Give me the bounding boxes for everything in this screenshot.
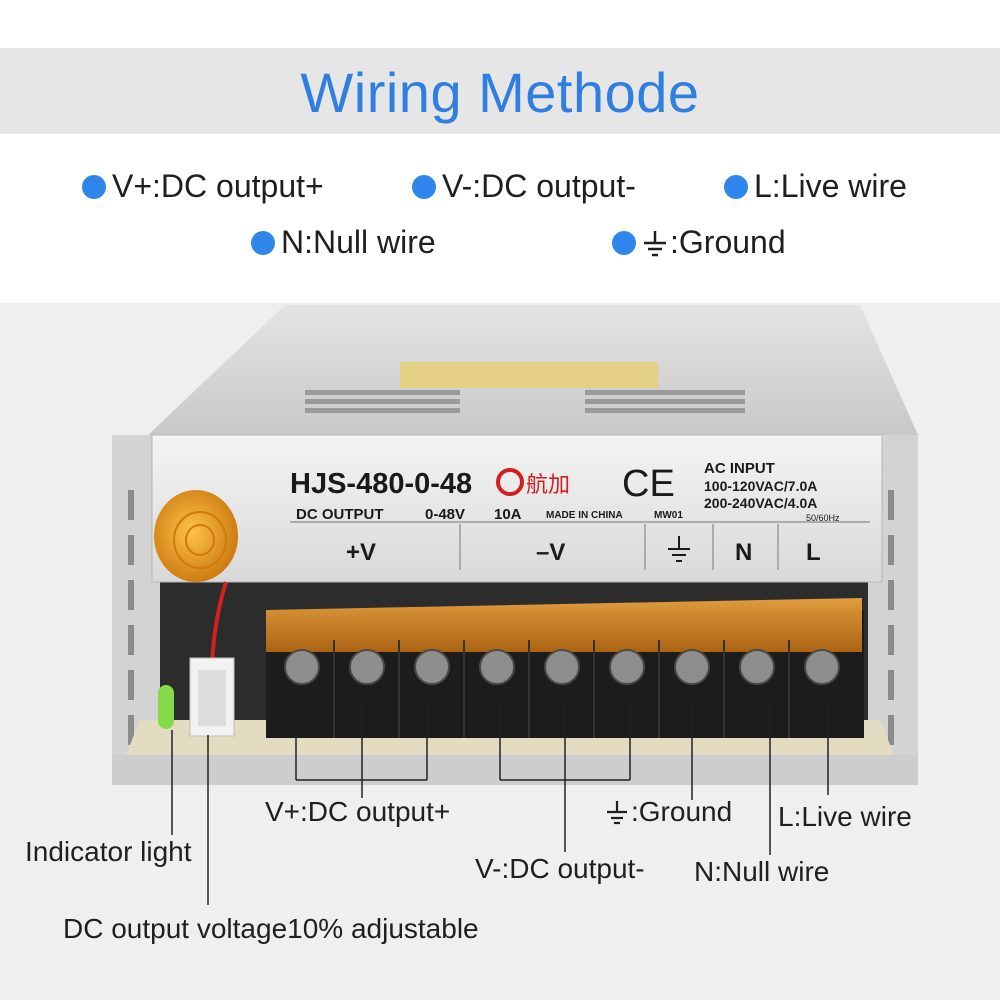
- terminal-ground-icon: [668, 536, 690, 562]
- terminal-label-v-minus: –V: [536, 539, 565, 566]
- frequency: 50/60Hz: [806, 513, 840, 523]
- model-number: HJS-480-0-48: [290, 468, 472, 500]
- terminal-label-v-plus: +V: [346, 539, 376, 566]
- terminal-label-n: N: [735, 539, 752, 566]
- ac-input-line-1: 100-120VAC/7.0A: [704, 478, 817, 494]
- legend-item-v-minus: V-:DC output-: [412, 168, 636, 205]
- model-code: MW01: [654, 510, 683, 521]
- indicator-led-icon: [158, 685, 174, 729]
- callout-null: N:Null wire: [694, 856, 830, 887]
- callout-live: L:Live wire: [778, 801, 912, 832]
- bullet-dot-icon: [412, 175, 436, 199]
- sticker-label: [400, 362, 658, 388]
- page-title: Wiring Methode: [300, 61, 700, 124]
- legend-item-v-plus: V+:DC output+: [82, 168, 324, 205]
- output-current: 10A: [494, 506, 522, 523]
- legend-item-live: L:Live wire: [724, 168, 907, 205]
- legend-item-ground: :Ground: [612, 224, 786, 261]
- made-in: MADE IN CHINA: [546, 510, 623, 521]
- ac-input-line-2: 200-240VAC/4.0A: [704, 495, 817, 511]
- brand-name: 航加: [526, 473, 570, 498]
- terminal-screws: [284, 649, 840, 685]
- bullet-dot-icon: [724, 175, 748, 199]
- brand-logo-icon: [496, 468, 524, 496]
- ce-mark: CE: [622, 463, 675, 505]
- terminal-cover[interactable]: [266, 598, 862, 652]
- callout-ground: :Ground: [605, 796, 732, 828]
- callout-indicator-light: Indicator light: [25, 836, 192, 867]
- power-supply-illustration: HJS-480-0-48 航加 CE AC INPUT 100-120VAC/7…: [112, 305, 918, 785]
- bullet-dot-icon: [82, 175, 106, 199]
- callout-voltage-adjust: DC output voltage10% adjustable: [63, 913, 479, 944]
- ground-symbol-icon: [607, 801, 627, 825]
- callout-v-plus: V+:DC output+: [265, 796, 451, 827]
- dc-output-label: DC OUTPUT: [296, 506, 384, 523]
- legend-item-null: N:Null wire: [251, 224, 436, 261]
- header-band: [0, 48, 1000, 134]
- voltage-range: 0-48V: [425, 506, 465, 523]
- bullet-dot-icon: [251, 231, 275, 255]
- callout-v-minus: V-:DC output-: [475, 853, 645, 884]
- ac-input-heading: AC INPUT: [704, 460, 775, 477]
- bullet-dot-icon: [612, 231, 636, 255]
- terminal-label-l: L: [806, 539, 821, 566]
- ground-symbol-icon: [644, 231, 666, 257]
- red-wire: [210, 581, 228, 666]
- front-label-plate: [151, 434, 883, 583]
- voltage-adjust-knob[interactable]: [154, 490, 238, 582]
